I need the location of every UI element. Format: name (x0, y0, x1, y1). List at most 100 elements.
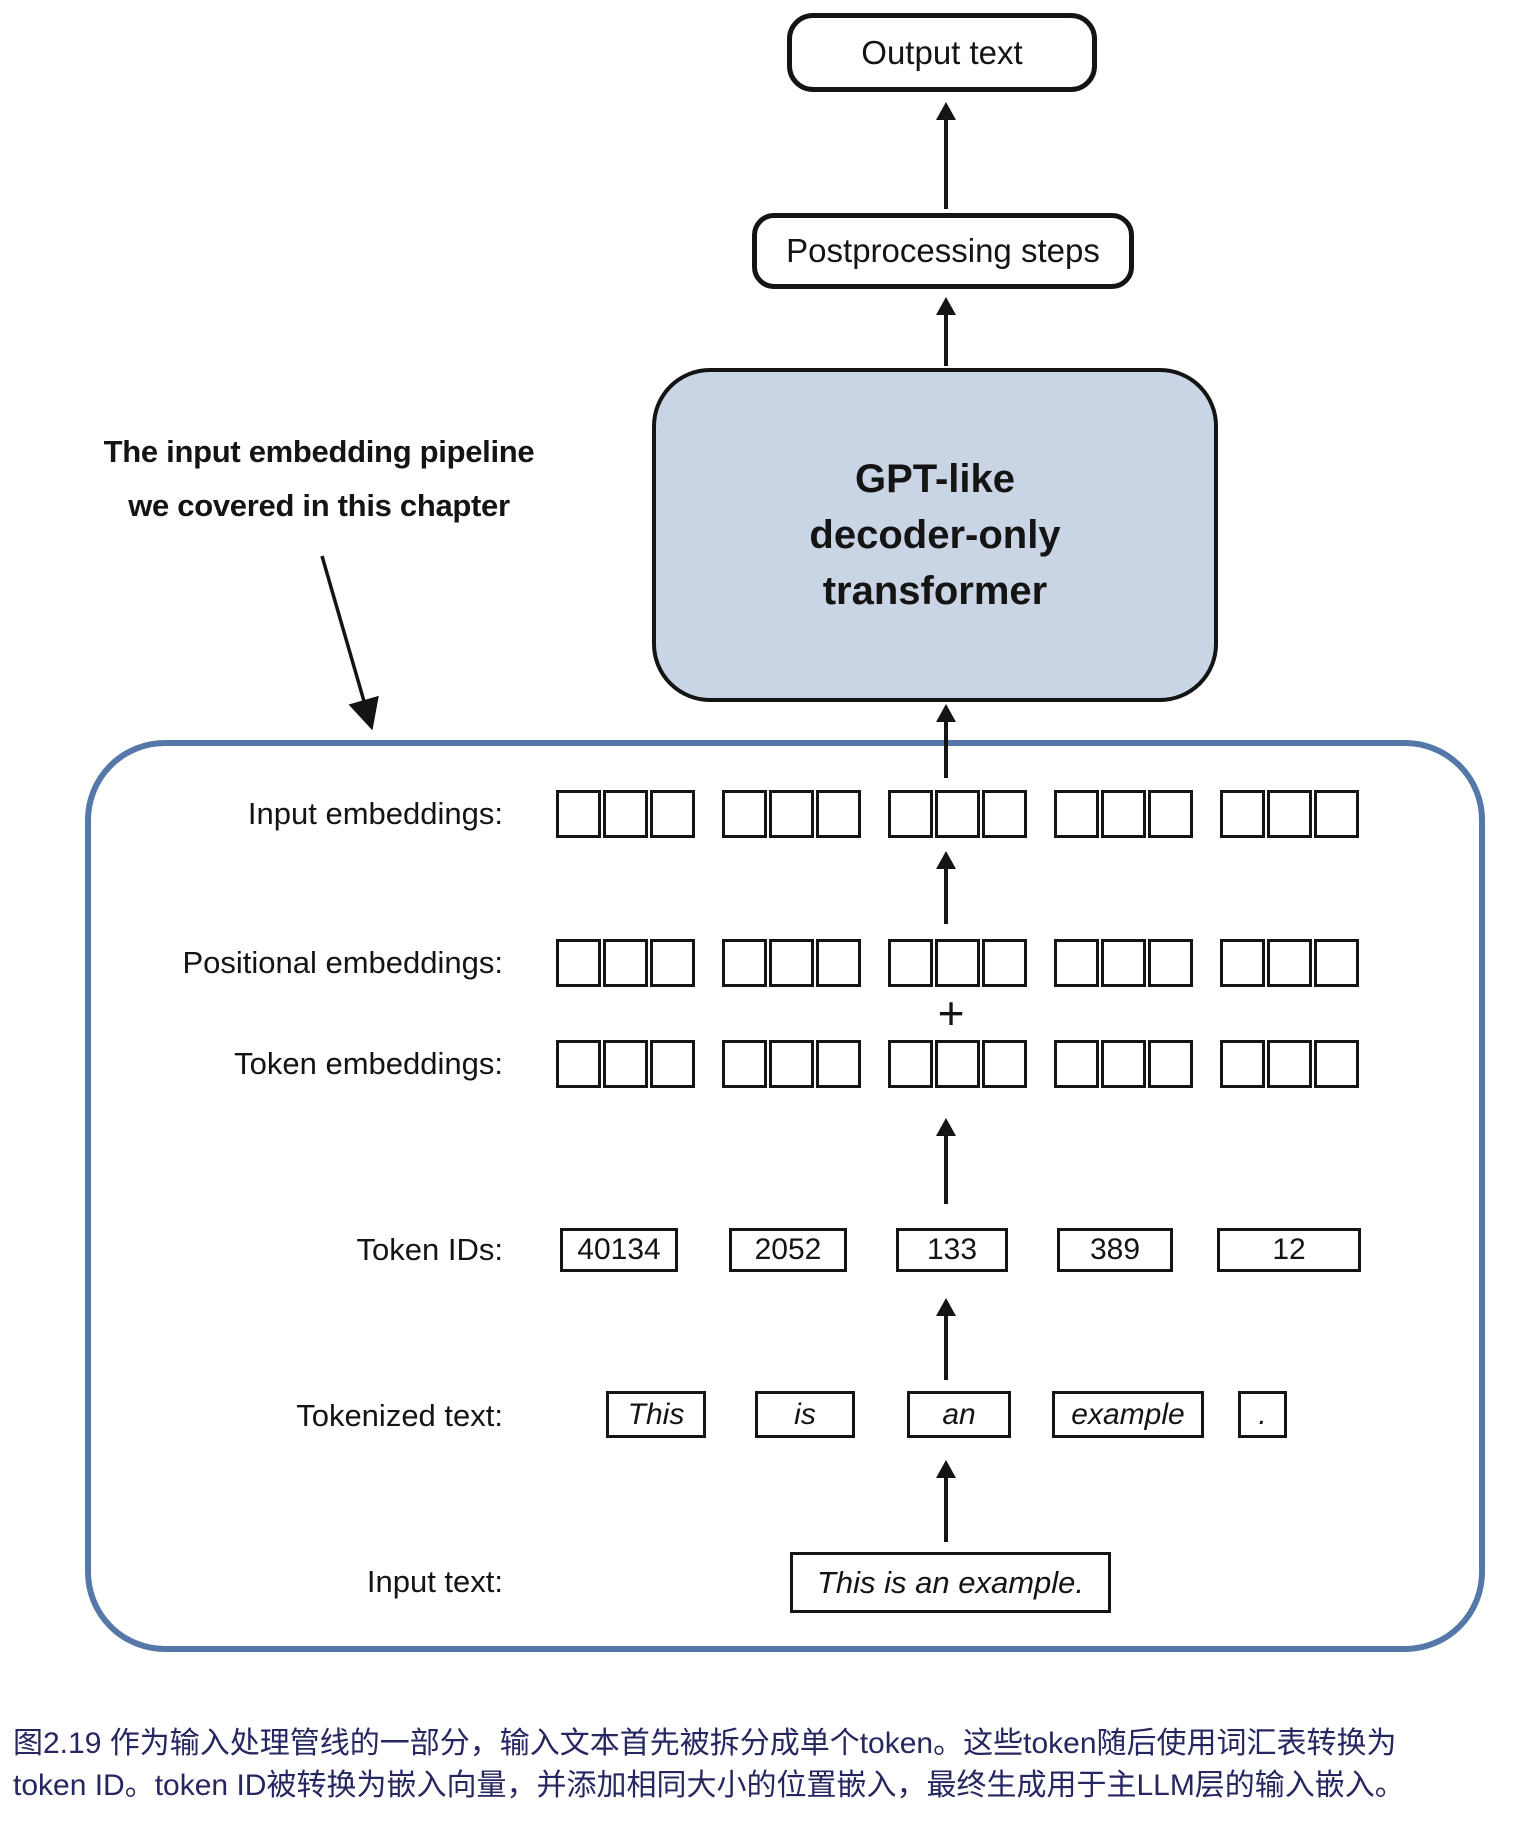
arrow-tokenized-to-ids (944, 1314, 948, 1380)
token-id-value: 133 (926, 1233, 978, 1266)
embedding-pipeline-container (85, 740, 1485, 1652)
embedding-group (1054, 790, 1193, 838)
embedding-cell (816, 790, 861, 838)
embedding-cell (1267, 1040, 1312, 1088)
arrow-ids-to-token-embeddings (944, 1134, 948, 1204)
embedding-cell (650, 1040, 695, 1088)
embedding-cell (1314, 939, 1359, 987)
embedding-group (1054, 1040, 1193, 1088)
arrow-embeddings-to-gpt (944, 720, 948, 778)
embedding-cell (603, 790, 648, 838)
gpt-label-line3: transformer (822, 569, 1048, 613)
embedding-cell (650, 939, 695, 987)
input-embeddings-row (556, 790, 1359, 838)
token-embeddings-label: Token embeddings: (234, 1046, 503, 1081)
embedding-group (722, 1040, 861, 1088)
gpt-transformer-box: GPT-like decoder-only transformer (652, 368, 1218, 702)
embedding-cell (1054, 939, 1099, 987)
embedding-cell (1148, 939, 1193, 987)
positional-embeddings-row (556, 939, 1359, 987)
embedding-cell (722, 939, 767, 987)
embedding-cell (1101, 790, 1146, 838)
embedding-cell (888, 939, 933, 987)
embedding-cell (1220, 939, 1265, 987)
output-text-box: Output text (787, 13, 1097, 92)
annotation-arrow-line (320, 555, 379, 731)
embedding-cell (556, 1040, 601, 1088)
arrow-positional-to-input (944, 867, 948, 924)
token-id-box: 133 (896, 1228, 1008, 1272)
gpt-label-line1: GPT-like (854, 457, 1016, 501)
embedding-cell (935, 939, 980, 987)
embedding-group (888, 1040, 1027, 1088)
embedding-cell (888, 1040, 933, 1088)
embedding-group (556, 1040, 695, 1088)
embedding-cell (1314, 790, 1359, 838)
embedding-cell (1101, 1040, 1146, 1088)
token-id-value: 389 (1089, 1233, 1141, 1266)
embedding-cell (769, 939, 814, 987)
embedding-cell (1054, 1040, 1099, 1088)
postprocessing-label: Postprocessing steps (786, 232, 1100, 269)
embedding-group (1220, 939, 1359, 987)
embedding-group (1220, 1040, 1359, 1088)
embedding-cell (650, 790, 695, 838)
embedding-cell (1220, 1040, 1265, 1088)
input-text-label: Input text: (366, 1564, 503, 1599)
arrow-inputtext-to-tokenized (944, 1476, 948, 1542)
token-id-box: 40134 (560, 1228, 678, 1272)
token-box: This (606, 1391, 706, 1438)
embedding-cell (556, 939, 601, 987)
embedding-cell (982, 1040, 1027, 1088)
embedding-cell (722, 790, 767, 838)
embedding-cell (982, 790, 1027, 838)
token-id-box: 12 (1217, 1228, 1361, 1272)
token-value: This (627, 1397, 685, 1431)
caption-line1: 图2.19 作为输入处理管线的一部分，输入文本首先被拆分成单个token。这些t… (13, 1727, 1397, 1760)
output-text-label: Output text (861, 33, 1023, 71)
token-embeddings-row (556, 1040, 1359, 1088)
postprocessing-box: Postprocessing steps (752, 213, 1134, 289)
input-text-value: This is an example. (816, 1564, 1085, 1600)
tokenized-text-label: Tokenized text: (296, 1398, 503, 1433)
input-text-box: This is an example. (790, 1552, 1111, 1613)
token-id-value: 2052 (754, 1233, 822, 1266)
embedding-cell (816, 1040, 861, 1088)
embedding-group (1220, 790, 1359, 838)
token-id-value: 40134 (577, 1233, 661, 1266)
embedding-cell (816, 939, 861, 987)
annotation-note: The input embedding pipeline we covered … (88, 425, 550, 533)
embedding-group (1054, 939, 1193, 987)
caption-line2: token ID。token ID被转换为嵌入向量，并添加相同大小的位置嵌入，最… (13, 1769, 1405, 1802)
input-embeddings-label: Input embeddings: (247, 796, 503, 831)
embedding-group (888, 939, 1027, 987)
token-value: . (1258, 1397, 1267, 1431)
figure-caption: 图2.19 作为输入处理管线的一部分，输入文本首先被拆分成单个token。这些t… (13, 1723, 1509, 1807)
token-value: an (942, 1397, 976, 1431)
token-id-box: 389 (1057, 1228, 1173, 1272)
embedding-cell (1148, 790, 1193, 838)
embedding-cell (1267, 939, 1312, 987)
embedding-cell (556, 790, 601, 838)
embedding-cell (982, 939, 1027, 987)
embedding-cell (1101, 939, 1146, 987)
embedding-cell (1054, 790, 1099, 838)
embedding-cell (769, 1040, 814, 1088)
embedding-group (556, 939, 695, 987)
positional-embeddings-label: Positional embeddings: (182, 945, 503, 980)
embedding-cell (722, 1040, 767, 1088)
embedding-cell (1148, 1040, 1193, 1088)
plus-sign: + (937, 987, 965, 1039)
embedding-cell (1314, 1040, 1359, 1088)
token-id-box: 2052 (729, 1228, 847, 1272)
annotation-arrow (320, 555, 379, 731)
token-box: . (1238, 1391, 1287, 1438)
arrow-gpt-to-postprocessing (944, 313, 948, 366)
embedding-group (888, 790, 1027, 838)
embedding-cell (769, 790, 814, 838)
embedding-cell (1220, 790, 1265, 838)
annotation-line1: The input embedding pipeline (103, 434, 535, 469)
token-value: example (1071, 1397, 1185, 1431)
token-box: an (907, 1391, 1011, 1438)
embedding-cell (1267, 790, 1312, 838)
